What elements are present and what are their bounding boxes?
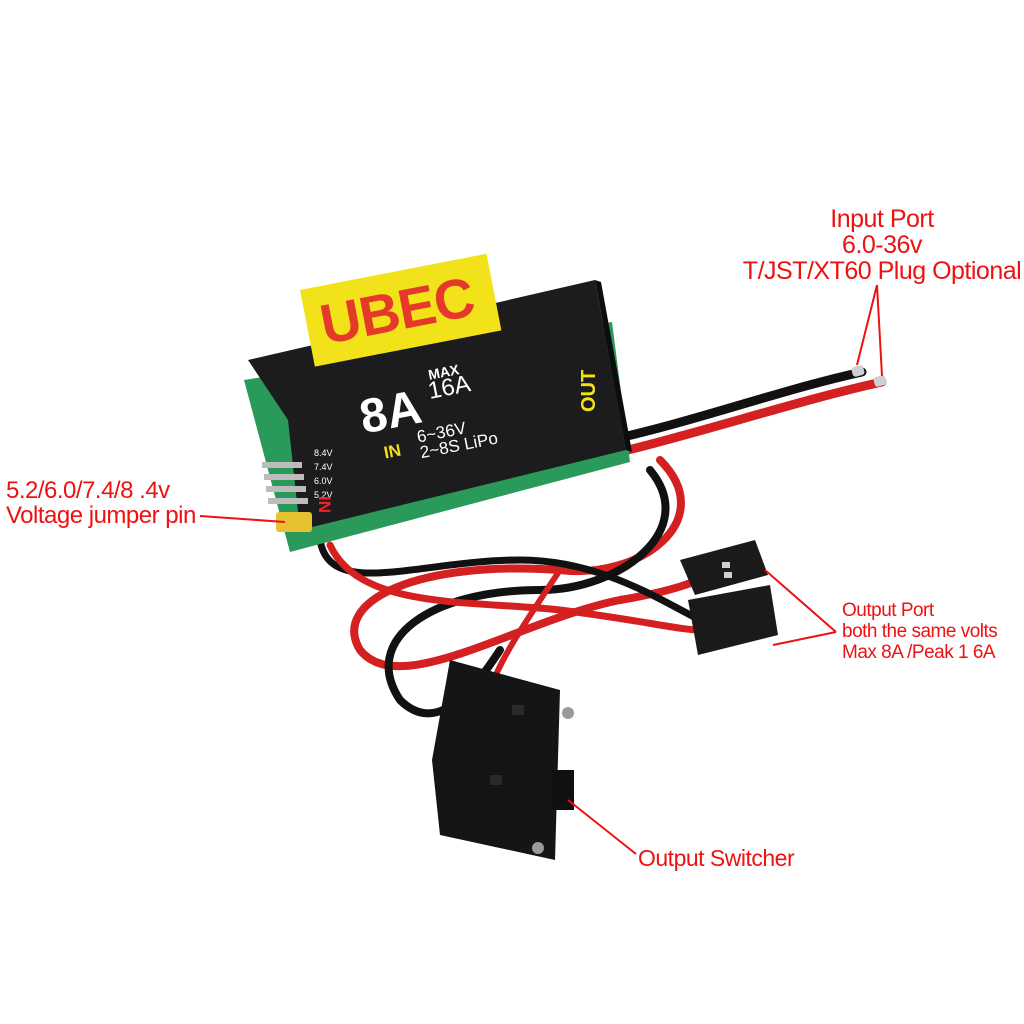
callout-input-port: Input Port 6.0-36v T/JST/XT60 Plug Optio… bbox=[740, 206, 1024, 284]
jumper-leader bbox=[199, 515, 286, 523]
input-leader-black bbox=[856, 284, 878, 366]
callout-line: Voltage jumper pin bbox=[6, 502, 196, 529]
callout-output-port: Output Port both the same volts Max 8A /… bbox=[842, 600, 998, 663]
callout-line: Max 8A /Peak 1 6A bbox=[842, 642, 996, 663]
jumper-voltage: 8.4V bbox=[314, 448, 333, 458]
jumper-voltage: 7.4V bbox=[314, 462, 333, 472]
in-label: IN bbox=[382, 440, 403, 463]
input-leader-red bbox=[876, 284, 883, 377]
callout-voltage-jumper: 5.2/6.0/7.4/8 .4v Voltage jumper pin bbox=[6, 478, 196, 528]
jumper-voltage: 6.0V bbox=[314, 476, 333, 486]
output-switch-body bbox=[432, 660, 574, 860]
jumper-voltage-list: 8.4V 7.4V 6.0V 5.2V bbox=[314, 446, 333, 502]
callout-line: Input Port bbox=[830, 205, 934, 233]
jumper-side-in-label: IN bbox=[315, 496, 334, 513]
callout-line: both the same volts bbox=[842, 621, 998, 642]
input-wire-tips bbox=[851, 365, 887, 387]
out-label: OUT bbox=[578, 369, 600, 412]
output-connectors bbox=[680, 540, 778, 655]
jumper-pins bbox=[262, 462, 312, 532]
callout-output-switch: Output Switcher bbox=[638, 845, 795, 871]
callout-line: 6.0-36v bbox=[842, 231, 922, 259]
output-leader-bottom bbox=[772, 631, 837, 646]
jumper-voltage: 5.2V bbox=[314, 490, 333, 500]
callout-line: 5.2/6.0/7.4/8 .4v bbox=[6, 477, 170, 504]
callout-line: Output Switcher bbox=[638, 845, 795, 871]
current-rating: 8A bbox=[355, 380, 426, 445]
callout-line: Output Port bbox=[842, 600, 934, 621]
switch-leader bbox=[567, 799, 637, 855]
output-leader-top bbox=[764, 569, 837, 633]
callout-leaders bbox=[199, 284, 883, 855]
callout-line: T/JST/XT60 Plug Optional bbox=[742, 257, 1022, 285]
